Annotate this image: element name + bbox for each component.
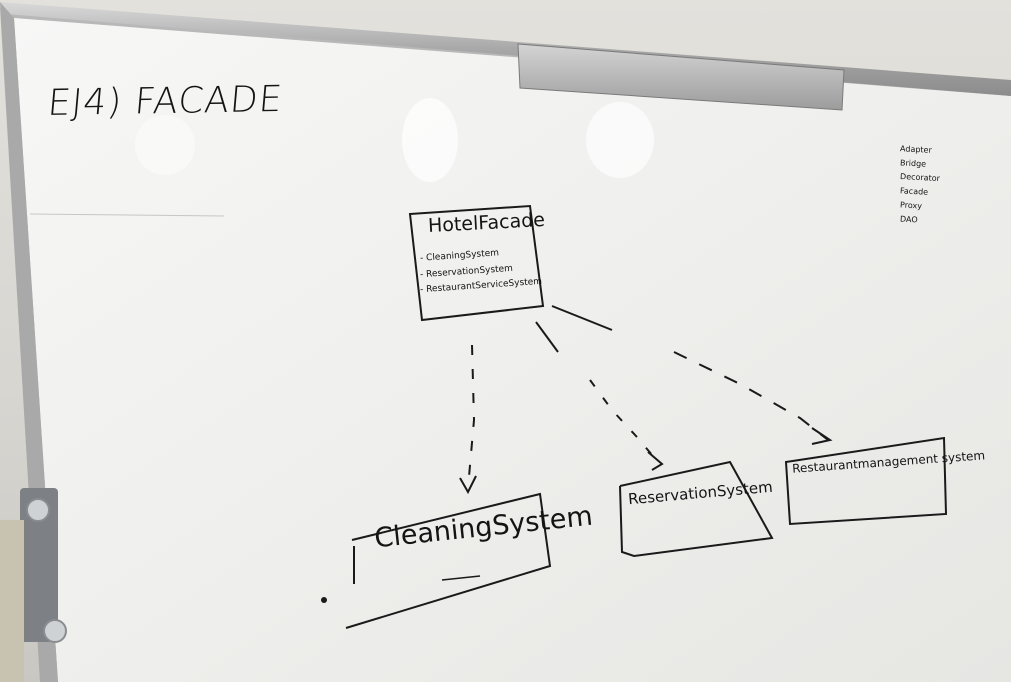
pattern-list-item-2: Bridge <box>899 158 927 169</box>
board-face <box>14 18 1011 682</box>
glare-2 <box>586 102 654 178</box>
arrow-to-reservation <box>589 379 659 463</box>
arrow-to-cleaning <box>467 344 476 489</box>
mount-screw-bottom <box>43 619 67 643</box>
arrow-head-reservation <box>647 451 664 471</box>
cleaning-box <box>345 492 552 629</box>
arrow-head-cleaning <box>459 475 477 495</box>
facade-box <box>408 204 545 322</box>
arrow-to-restaurant <box>673 351 829 441</box>
pattern-list-item-1: Adapter <box>899 144 932 155</box>
pattern-list-item-5: Proxy <box>899 200 923 211</box>
glare-1 <box>402 98 458 182</box>
side-mount <box>20 488 58 642</box>
cleaning-underline <box>441 575 481 581</box>
arrow-to-reservation-solid <box>535 321 559 353</box>
glare-3 <box>135 115 195 175</box>
board-title: EJ4) FACADE <box>46 78 285 125</box>
arrow-head-restaurant <box>811 427 833 445</box>
pattern-list-item-6: DAO <box>899 214 918 225</box>
dot-mark <box>321 597 327 603</box>
restaurant-box <box>784 436 948 526</box>
pattern-list-item-4: Facade <box>899 186 929 197</box>
ghost-line <box>29 213 225 217</box>
arrow-to-restaurant-solid <box>551 305 613 331</box>
reservation-box <box>619 460 774 558</box>
marker-clip <box>517 43 845 111</box>
pipe <box>0 520 24 682</box>
mount-screw-top <box>26 498 50 522</box>
